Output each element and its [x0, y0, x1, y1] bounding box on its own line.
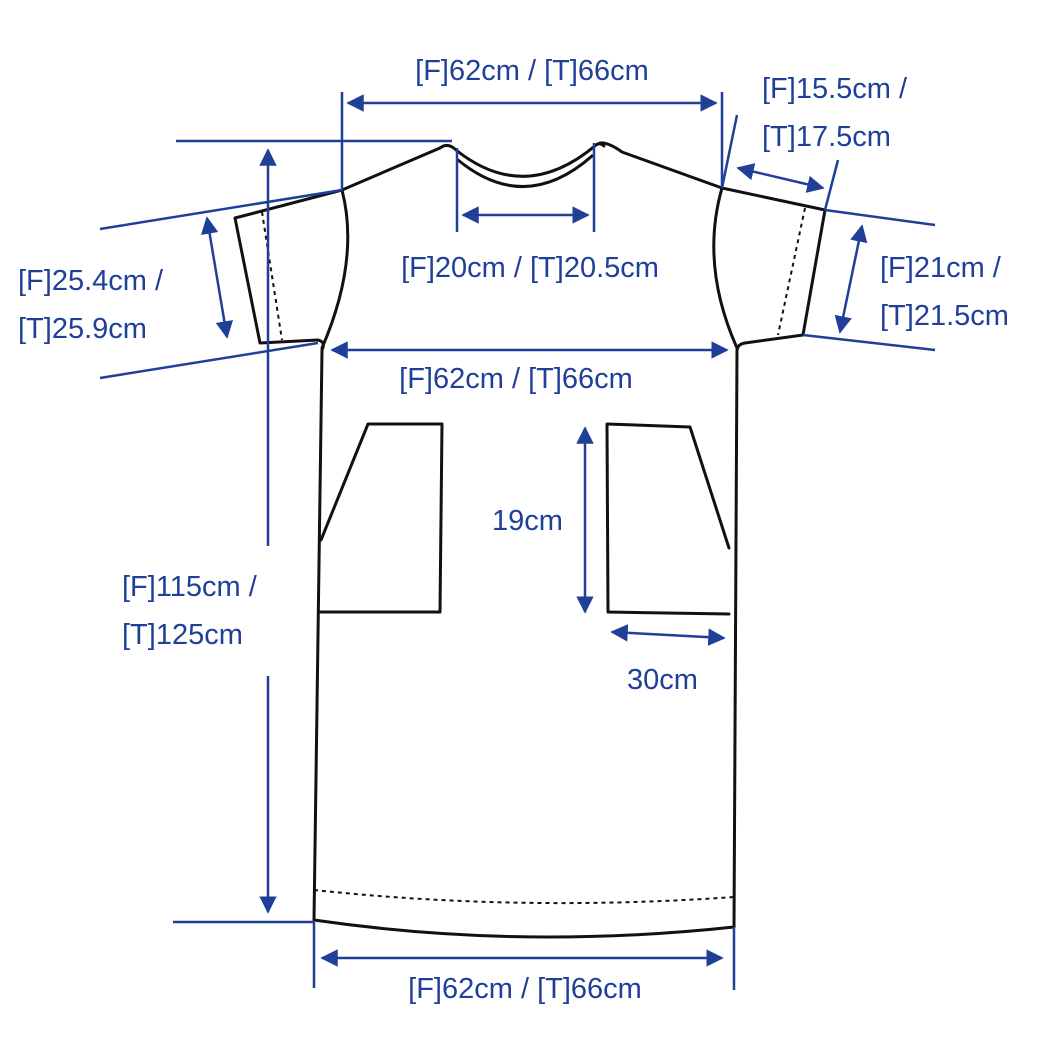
neckline-outer [438, 142, 606, 178]
left-sleeve-label-1: [F]25.4cm / [18, 265, 164, 297]
left-sleeve-arrow [200, 216, 234, 339]
neck-width-label: [F]20cm / [T]20.5cm [401, 252, 659, 284]
right-sleeve-stitch [777, 207, 806, 336]
shoulder-slope-arrow [736, 163, 825, 193]
hem-width-label: [F]62cm / [T]66cm [408, 973, 642, 1005]
length-label-2: [T]125cm [122, 619, 243, 651]
right-pocket [605, 422, 731, 616]
left-sleeve-label-2: [T]25.9cm [18, 313, 147, 345]
hem-stitch [313, 889, 735, 905]
chest-width-label: [F]62cm / [T]66cm [399, 363, 633, 395]
right-armhole [712, 186, 739, 350]
right-sleeve-label-1: [F]21cm / [880, 252, 1002, 284]
neckline-inner [456, 154, 594, 188]
right-sleeve-label-2: [T]21.5cm [880, 300, 1009, 332]
shoulder-width-label: [F]62cm / [T]66cm [415, 55, 649, 87]
shoulder-slope-label-2: [T]17.5cm [762, 121, 891, 153]
left-sleeve-stitch [261, 211, 283, 341]
pocket-height-label: 19cm [492, 505, 563, 537]
pocket-width-label: 30cm [627, 664, 698, 696]
left-armhole [320, 188, 350, 350]
dimension-lines [99, 92, 936, 990]
garment-outline [233, 141, 827, 939]
length-label-1: [F]115cm / [122, 571, 258, 603]
right-sleeve-arrow [834, 224, 868, 334]
pocket-width-arrow [610, 624, 726, 646]
left-pocket [318, 422, 444, 614]
shoulder-slope-label-1: [F]15.5cm / [762, 73, 908, 105]
